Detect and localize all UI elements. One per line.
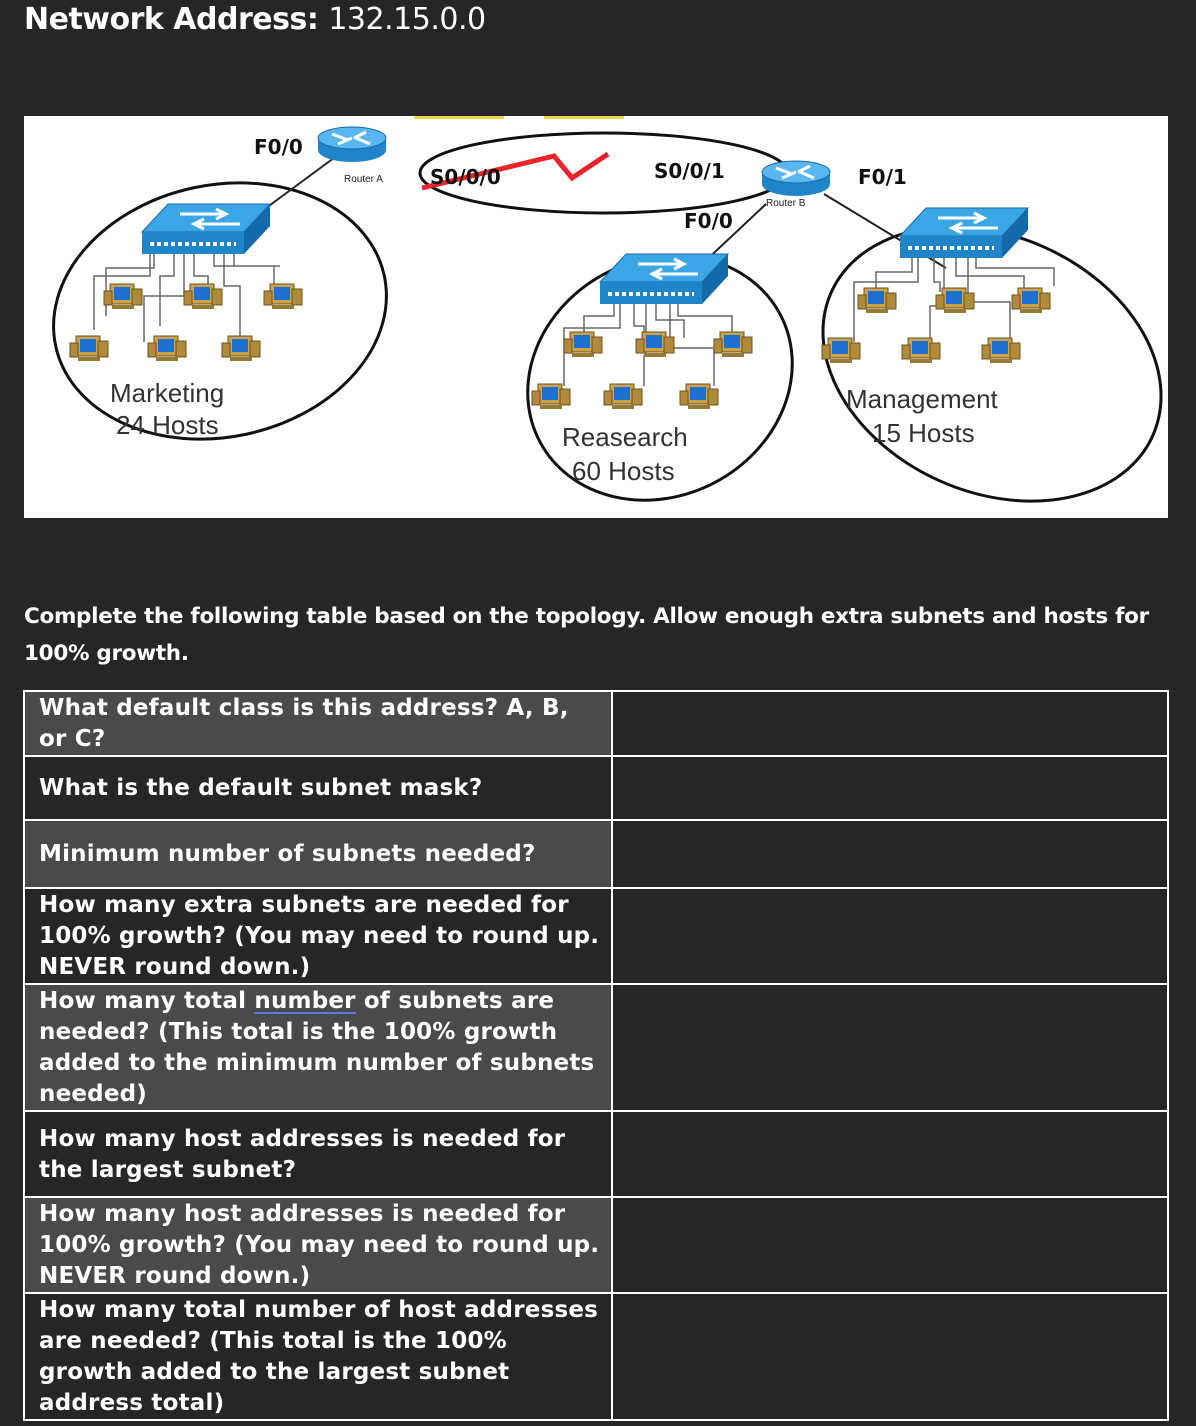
marketing-lan-hosts: 24 Hosts [116, 410, 219, 440]
question-cell: Minimum number of subnets needed? [23, 819, 613, 889]
question-cell: How many host addresses is needed for th… [23, 1110, 613, 1198]
answer-cell[interactable] [611, 1110, 1169, 1198]
router-b-icon [760, 159, 832, 198]
pc-icon [679, 383, 719, 410]
question-cell: How many host addresses is needed for 10… [23, 1196, 613, 1294]
marketing-lan-name: Marketing [110, 378, 224, 408]
router-a-icon [316, 125, 388, 164]
research-lan-name: Reasearch [562, 422, 688, 452]
pc-icon [603, 383, 643, 410]
pc-icon [183, 283, 223, 310]
subnetting-table: What default class is this address? A, B… [23, 690, 1169, 1421]
serial-link [421, 151, 610, 191]
pc-icon [263, 283, 303, 310]
question-cell: How many total number of host addresses … [23, 1292, 613, 1421]
table-row: How many extra subnets are needed for 10… [23, 887, 1169, 985]
answer-cell[interactable] [611, 755, 1169, 821]
table-row: Minimum number of subnets needed? [23, 819, 1169, 889]
pc-icon [563, 331, 603, 358]
network-address-value: 132.15.0.0 [328, 2, 486, 37]
network-topology-diagram: Router A Router B F0/0 S0/0/0 S0/0/1 F0/… [24, 116, 1168, 518]
table-row: What is the default subnet mask? [23, 755, 1169, 821]
pc-icon [635, 331, 675, 358]
table-row: What default class is this address? A, B… [23, 690, 1169, 757]
pc-icon [1011, 287, 1051, 314]
pc-icon [69, 335, 109, 362]
yellow-mark [544, 116, 624, 119]
management-cabling [853, 258, 1055, 342]
router-a-label: Router A [344, 174, 383, 185]
answer-cell[interactable] [611, 1292, 1169, 1421]
interface-label-b-s001: S0/0/1 [654, 159, 725, 183]
question-cell: What is the default subnet mask? [23, 755, 613, 821]
interface-label-b-f01: F0/1 [858, 165, 907, 189]
interface-label-b-f00: F0/0 [684, 209, 733, 233]
research-lan-hosts: 60 Hosts [572, 456, 675, 486]
pc-icon [221, 335, 261, 362]
marketing-lan-ellipse [52, 181, 388, 441]
pc-icon [901, 337, 941, 364]
pc-icon [713, 331, 753, 358]
question-text-part: of subnets are needed? (This total is th… [39, 988, 595, 1107]
pc-icon [147, 335, 187, 362]
interface-label-a-s000: S0/0/0 [430, 165, 501, 189]
marketing-switch-icon [140, 202, 272, 256]
question-cell: How many extra subnets are needed for 10… [23, 887, 613, 985]
answer-cell[interactable] [611, 983, 1169, 1112]
question-cell: What default class is this address? A, B… [23, 690, 613, 757]
instructions-text: Complete the following table based on th… [24, 604, 1149, 666]
answer-cell[interactable] [611, 819, 1169, 889]
question-cell: How many total number of subnets are nee… [23, 983, 613, 1112]
table-row: How many total number of host addresses … [23, 1292, 1169, 1421]
network-address-label: Network Address: [24, 2, 319, 37]
research-lan-ellipse [526, 254, 794, 502]
management-lan-hosts: 15 Hosts [872, 418, 975, 448]
management-lan-ellipse [821, 225, 1163, 503]
router-b-label: Router B [766, 198, 806, 209]
pc-icon [981, 337, 1021, 364]
question-text-part: How many total [39, 988, 255, 1014]
pc-icon [103, 283, 143, 310]
table-row: How many host addresses is needed for 10… [23, 1196, 1169, 1294]
pc-icon [531, 383, 571, 410]
underlined-word: number [254, 988, 356, 1014]
management-lan-name: Management [846, 384, 999, 414]
table-row: How many total number of subnets are nee… [23, 983, 1169, 1112]
answer-cell[interactable] [611, 1196, 1169, 1294]
marketing-cabling [93, 254, 280, 342]
answer-cell[interactable] [611, 887, 1169, 985]
research-cabling [563, 304, 733, 386]
pc-icon [857, 287, 897, 314]
research-switch-icon [598, 252, 730, 306]
answer-cell[interactable] [611, 690, 1169, 757]
management-switch-icon [898, 206, 1030, 260]
page-header: Network Address: 132.15.0.0 [24, 2, 486, 37]
yellow-mark [414, 116, 504, 119]
interface-label-a-f00: F0/0 [254, 135, 303, 159]
table-row: How many host addresses is needed for th… [23, 1110, 1169, 1198]
